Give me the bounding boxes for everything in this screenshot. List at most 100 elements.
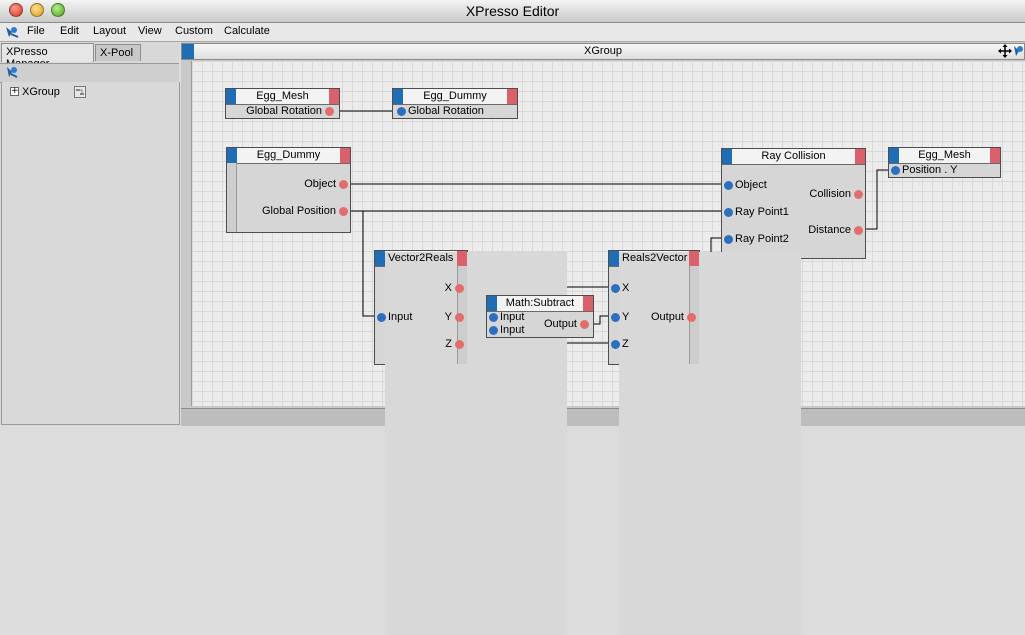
minimize-window-button[interactable] (30, 3, 44, 17)
node-header-right-strip (583, 296, 593, 311)
menu-layout[interactable]: Layout (93, 25, 127, 37)
node-header-right-strip (855, 149, 865, 164)
port-y-in[interactable]: Y (611, 311, 641, 324)
port-ray-point1-in[interactable]: Ray Point1 (724, 206, 794, 219)
output-port-dot[interactable] (580, 320, 589, 329)
node-header-left-strip (487, 296, 497, 311)
manager-tree: + XGroup (1, 82, 180, 425)
node-header[interactable]: Egg_Mesh (226, 89, 339, 105)
tab-xpresso-manager[interactable]: XPresso Manager (1, 43, 94, 70)
port-y-out[interactable]: Y (434, 311, 464, 324)
node-header-right-strip (457, 251, 467, 266)
menu-file[interactable]: File (27, 25, 45, 37)
node-egg-dummy-main[interactable]: Egg_Dummy Object Global Position (226, 147, 351, 233)
output-port-dot[interactable] (339, 180, 348, 189)
input-port-dot[interactable] (397, 107, 406, 116)
node-header[interactable]: Egg_Mesh (889, 148, 1000, 164)
output-port-dot[interactable] (854, 190, 863, 199)
input-port-dot[interactable] (611, 313, 620, 322)
menu-edit[interactable]: Edit (60, 25, 79, 37)
input-port-dot[interactable] (724, 208, 733, 217)
input-port-dot[interactable] (489, 326, 498, 335)
port-object-out[interactable]: Object (238, 178, 348, 191)
output-port-dot[interactable] (455, 313, 464, 322)
manager-toolbar (0, 63, 179, 83)
pin-icon[interactable] (4, 65, 20, 81)
xgroup-node-icon (74, 86, 86, 98)
output-port-dot[interactable] (339, 207, 348, 216)
output-port-dot[interactable] (455, 340, 464, 349)
port-z-in[interactable]: Z (611, 338, 641, 351)
input-port-dot[interactable] (724, 181, 733, 190)
node-header-left-strip (722, 149, 732, 164)
port-label: Y (622, 311, 630, 323)
node-vector2reals[interactable]: Vector2Reals Input X Y Z (374, 250, 567, 635)
move-icon[interactable] (998, 44, 1012, 58)
output-port-dot[interactable] (325, 107, 334, 116)
port-collision-out[interactable]: Collision (798, 188, 863, 201)
port-global-rotation-out[interactable]: Global Rotation (229, 105, 334, 118)
port-label: Y (444, 311, 452, 323)
port-distance-out[interactable]: Distance (798, 224, 863, 237)
port-input-1-in[interactable]: Input (489, 311, 534, 324)
node-header[interactable]: Vector2Reals (375, 251, 567, 635)
input-port-dot[interactable] (611, 340, 620, 349)
output-port-dot[interactable] (687, 313, 696, 322)
input-port-dot[interactable] (489, 313, 498, 322)
port-label: Input (500, 324, 525, 336)
editor-status-bar (181, 408, 1025, 426)
input-port-dot[interactable] (377, 313, 386, 322)
xgroup-header-strip (182, 44, 194, 59)
port-label: Input (388, 311, 413, 323)
port-label: X (622, 282, 630, 294)
pin-icon[interactable] (1012, 44, 1024, 58)
xgroup-header[interactable]: XGroup (181, 43, 1025, 60)
close-window-button[interactable] (9, 3, 23, 17)
menu-calculate[interactable]: Calculate (224, 25, 270, 37)
port-x-in[interactable]: X (611, 282, 641, 295)
node-title: Egg_Dummy (423, 90, 487, 102)
node-header[interactable]: Reals2Vector (609, 251, 801, 635)
xpresso-app-icon[interactable] (3, 24, 21, 40)
port-output-out[interactable]: Output (539, 318, 589, 331)
node-left-strip (227, 163, 237, 232)
node-reals2vector[interactable]: Reals2Vector X Y Z Output (608, 250, 801, 635)
port-output-out[interactable]: Output (646, 311, 696, 324)
node-title: Reals2Vector (619, 252, 801, 635)
port-input-in[interactable]: Input (377, 311, 427, 324)
node-header-right-strip (340, 148, 350, 163)
node-egg-dummy-top[interactable]: Egg_Dummy Global Rotation (392, 88, 518, 119)
port-global-rotation-in[interactable]: Global Rotation (397, 105, 507, 118)
tab-x-pool[interactable]: X-Pool (95, 44, 141, 61)
port-label: Output (543, 318, 577, 330)
port-ray-point2-in[interactable]: Ray Point2 (724, 233, 794, 246)
input-port-dot[interactable] (724, 235, 733, 244)
node-header[interactable]: Ray Collision (722, 149, 865, 165)
port-x-out[interactable]: X (434, 282, 464, 295)
output-port-dot[interactable] (455, 284, 464, 293)
port-object-in[interactable]: Object (724, 179, 794, 192)
input-port-dot[interactable] (611, 284, 620, 293)
input-port-dot[interactable] (891, 166, 900, 175)
node-header-left-strip (226, 89, 236, 104)
port-input-2-in[interactable]: Input (489, 324, 534, 337)
output-port-dot[interactable] (854, 226, 863, 235)
port-global-position-out[interactable]: Global Position (238, 205, 348, 218)
expand-icon[interactable]: + (10, 86, 19, 96)
window-title: XPresso Editor (465, 3, 560, 19)
menu-view[interactable]: View (138, 25, 162, 37)
node-header-right-strip (329, 89, 339, 104)
menu-custom[interactable]: Custom (175, 25, 213, 37)
node-header[interactable]: Egg_Dummy (227, 148, 350, 164)
zoom-window-button[interactable] (51, 3, 65, 17)
port-label: Z (445, 338, 452, 350)
port-z-out[interactable]: Z (434, 338, 464, 351)
node-math-subtract[interactable]: Math:Subtract Input Input Output (486, 295, 594, 338)
node-header[interactable]: Egg_Dummy (393, 89, 517, 105)
node-egg-mesh-top[interactable]: Egg_Mesh Global Rotation (225, 88, 340, 119)
node-header[interactable]: Math:Subtract (487, 296, 593, 312)
node-egg-mesh-right[interactable]: Egg_Mesh Position . Y (888, 147, 1001, 178)
port-label: Ray Point2 (735, 233, 789, 245)
port-position-y-in[interactable]: Position . Y (891, 164, 986, 177)
node-ray-collision[interactable]: Ray Collision Object Ray Point1 Ray Poin… (721, 148, 866, 259)
